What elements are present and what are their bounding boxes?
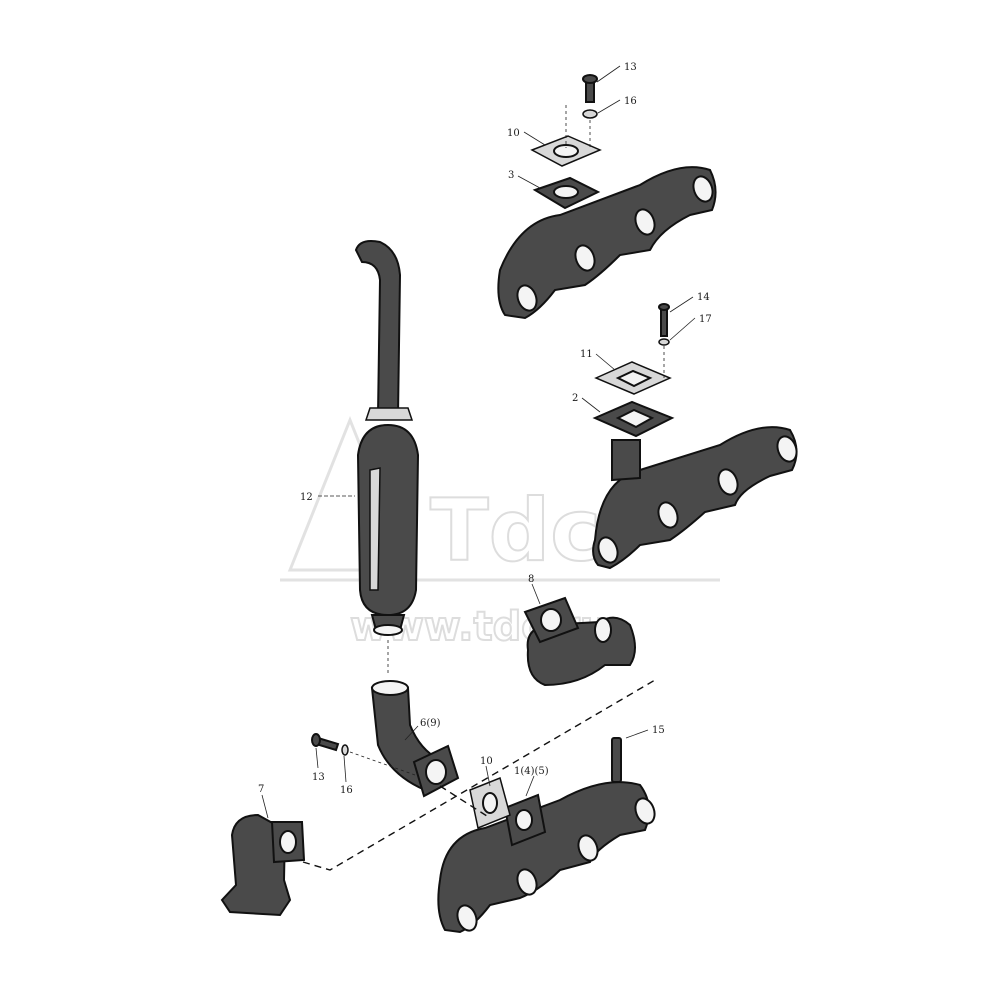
manifold-top-port-2 [634, 208, 656, 236]
manifold-top [497, 74, 717, 320]
elbow-pipe-top-opening [371, 680, 409, 696]
manifold-bottom-port-3 [516, 868, 538, 896]
label-16-lower: 16 [340, 785, 353, 796]
manifold-bottom-port-4 [456, 904, 478, 932]
elbow-8-opening [540, 608, 562, 632]
manifold-bottom-outlet [515, 809, 533, 831]
leader-14 [669, 296, 694, 313]
label-13-top: 13 [624, 62, 637, 73]
label-10-top: 10 [507, 128, 520, 139]
part-labels: 13 16 10 3 14 17 11 2 12 8 6(9) 15 13 16… [258, 62, 712, 796]
leader-13-top [596, 65, 621, 83]
elbow-pipe-flange-opening [425, 759, 447, 785]
manifold-middle-port-3 [657, 501, 679, 529]
manifold-top-port-3 [574, 244, 596, 272]
manifold-bottom [437, 737, 656, 934]
label-8: 8 [528, 574, 534, 585]
manifold-top-outlet [553, 185, 579, 199]
lower-bolt-set [311, 733, 416, 776]
bolt-13-top-head [582, 74, 598, 84]
gasket-10-top-hole [553, 144, 579, 158]
muffler-top-clamp [364, 407, 414, 421]
leader-13-lower [315, 747, 319, 769]
washer-16-top [582, 109, 598, 119]
label-10-bottom: 10 [480, 756, 493, 767]
manifold-bottom-body [437, 781, 650, 934]
gasket-10-bottom-hole [482, 792, 498, 814]
manifold-middle-port-2 [717, 468, 739, 496]
leader-17 [669, 317, 696, 341]
leader-8 [531, 583, 541, 605]
manifold-middle-outlet [615, 408, 655, 429]
leader-6-9 [404, 725, 419, 741]
label-12: 12 [300, 492, 313, 503]
manifold-top-port-4 [516, 284, 538, 312]
leader-10-bottom [485, 765, 491, 787]
leader-15 [625, 729, 649, 739]
bolt-14-head [658, 303, 670, 311]
label-3: 3 [508, 170, 514, 181]
bolt-14 [660, 307, 668, 337]
elbow-7 [220, 813, 306, 917]
connection-lines [302, 679, 656, 871]
muffler-inlet [373, 624, 403, 636]
manifold-middle-port-4 [597, 536, 619, 564]
dashed-line-elbow7-to-elbow8 [302, 679, 656, 871]
label-16-top: 16 [624, 96, 637, 107]
leader-11 [595, 353, 616, 371]
leader-16-top [597, 99, 621, 114]
label-15: 15 [652, 725, 665, 736]
leader-7 [261, 794, 269, 819]
label-7: 7 [258, 784, 264, 795]
leader-16-lower [343, 755, 347, 783]
elbow-8 [523, 596, 636, 687]
label-11: 11 [580, 349, 593, 360]
elbow-8-opening-2 [594, 617, 612, 643]
manifold-middle [592, 303, 798, 570]
leader-2 [581, 397, 601, 413]
manifold-top-body [497, 166, 717, 320]
leader-lines [261, 65, 696, 819]
washer-17 [658, 338, 670, 346]
stud-15 [611, 737, 622, 783]
leader-1-4-5 [525, 775, 535, 797]
manifold-middle-riser [611, 439, 641, 482]
gasket-11-hole [615, 369, 653, 388]
elbow-pipe [370, 680, 460, 798]
leader-10-top [523, 131, 546, 146]
label-2: 2 [572, 393, 578, 404]
label-13-lower: 13 [312, 772, 325, 783]
manifold-bottom-port-2 [577, 834, 599, 862]
manifold-top-port-1 [692, 175, 714, 203]
manifold-middle-port-1 [776, 435, 798, 463]
elbow-7-opening [279, 830, 297, 854]
label-1-4-5: 1(4)(5) [514, 766, 549, 777]
muffler-body [356, 423, 420, 617]
leader-3 [517, 175, 541, 189]
watermark-logo-text: Tdc [430, 481, 601, 581]
tailpipe [354, 240, 402, 416]
muffler-assembly [354, 240, 420, 675]
dashed-line-elbow-to-gasket [439, 785, 491, 819]
washer-16-lower [341, 744, 349, 756]
manifold-middle-body [592, 426, 798, 570]
bolt-13-lower-head [311, 733, 321, 747]
label-6-9: 6(9) [420, 718, 441, 729]
manifold-bottom-port-1 [634, 797, 656, 825]
label-17: 17 [699, 314, 712, 325]
muffler-highlight [369, 467, 381, 591]
label-14: 14 [697, 292, 710, 303]
